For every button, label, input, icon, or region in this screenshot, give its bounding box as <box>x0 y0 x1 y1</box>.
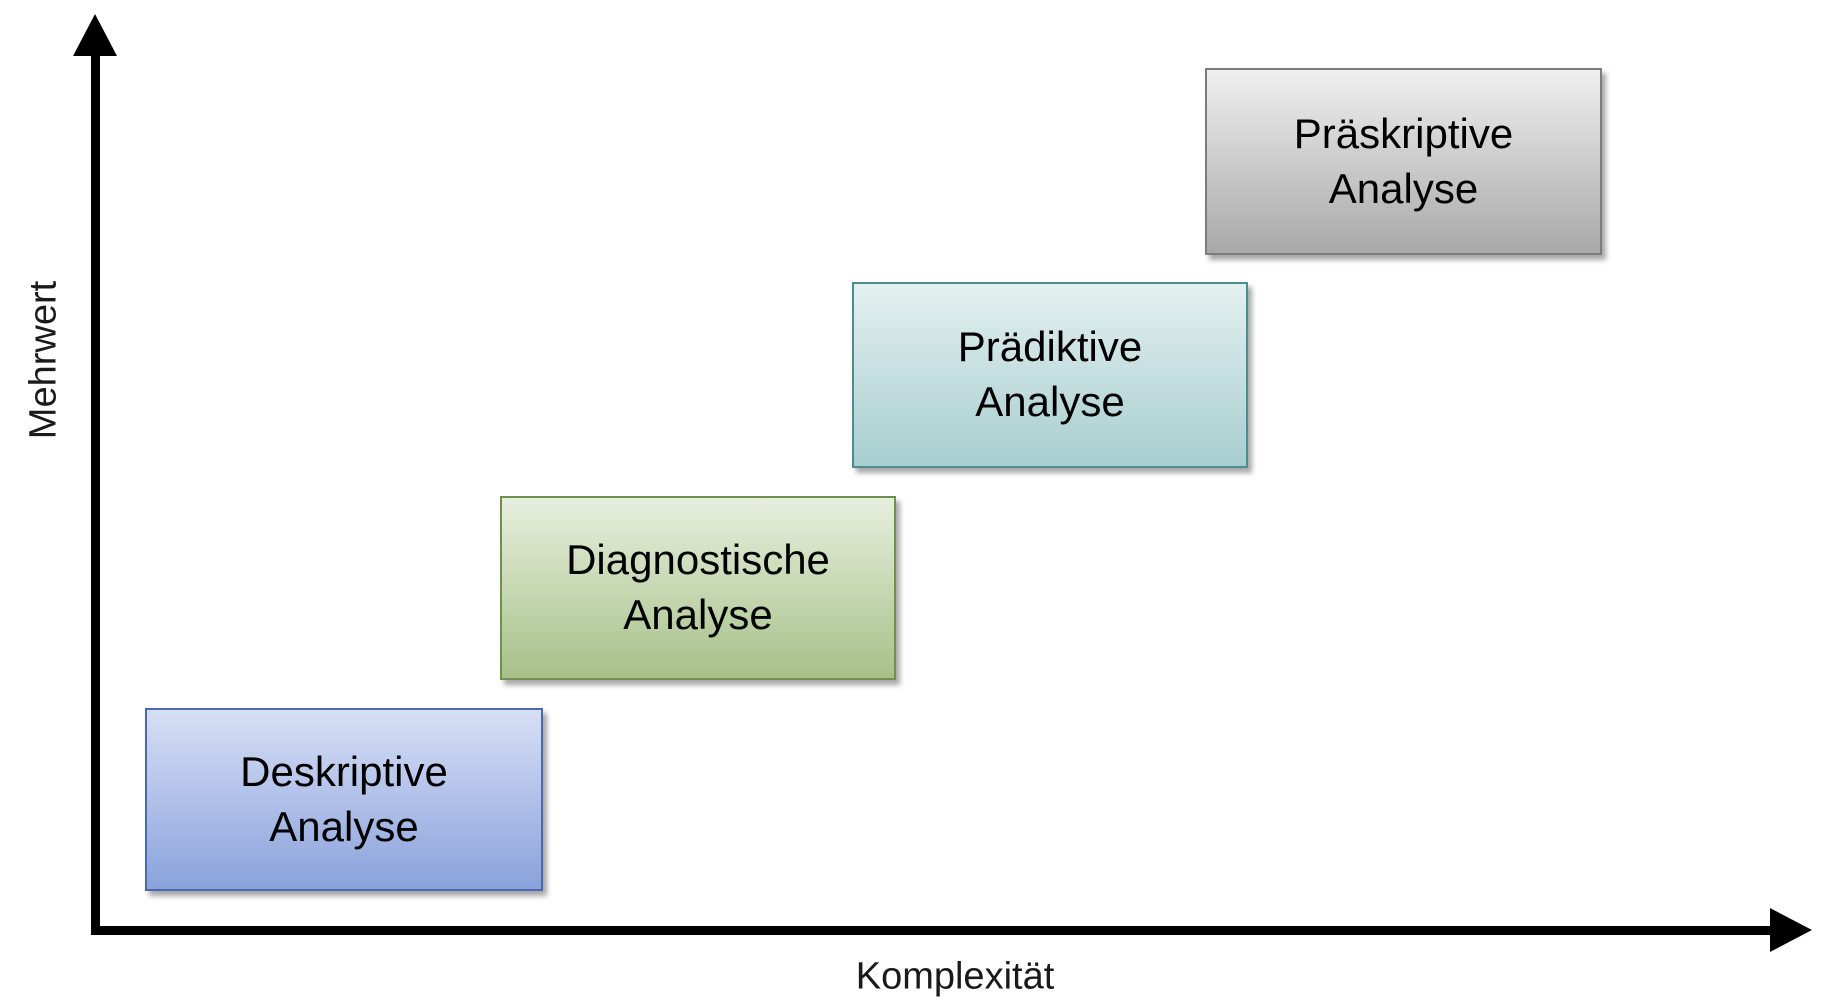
box-label-line2: Analyse <box>269 802 419 850</box>
box-deskriptive-analyse: Deskriptive Analyse <box>145 708 543 891</box>
box-diagnostische-analyse: Diagnostische Analyse <box>500 496 896 680</box>
box-label-line1: Diagnostische <box>566 536 830 584</box>
y-axis-label: Mehrwert <box>22 280 65 440</box>
x-axis-line <box>91 926 1773 935</box>
x-axis-label: Komplexität <box>855 955 1055 998</box>
box-label-line1: Prädiktive <box>957 323 1143 371</box>
box-label-line2: Analyse <box>1328 164 1479 212</box>
box-praediktive-analyse: Prädiktive Analyse <box>852 282 1248 468</box>
y-axis-line <box>91 48 100 935</box>
box-praeskriptive-analyse: Präskriptive Analyse <box>1205 68 1602 255</box>
box-label-line1: Präskriptive <box>1293 109 1514 157</box>
box-label-line1: Deskriptive <box>240 747 448 795</box>
box-label-line2: Analyse <box>623 591 773 638</box>
box-label-line2: Analyse <box>975 378 1125 425</box>
y-axis-arrowhead-icon <box>73 14 117 56</box>
x-axis-arrowhead-icon <box>1770 908 1812 952</box>
